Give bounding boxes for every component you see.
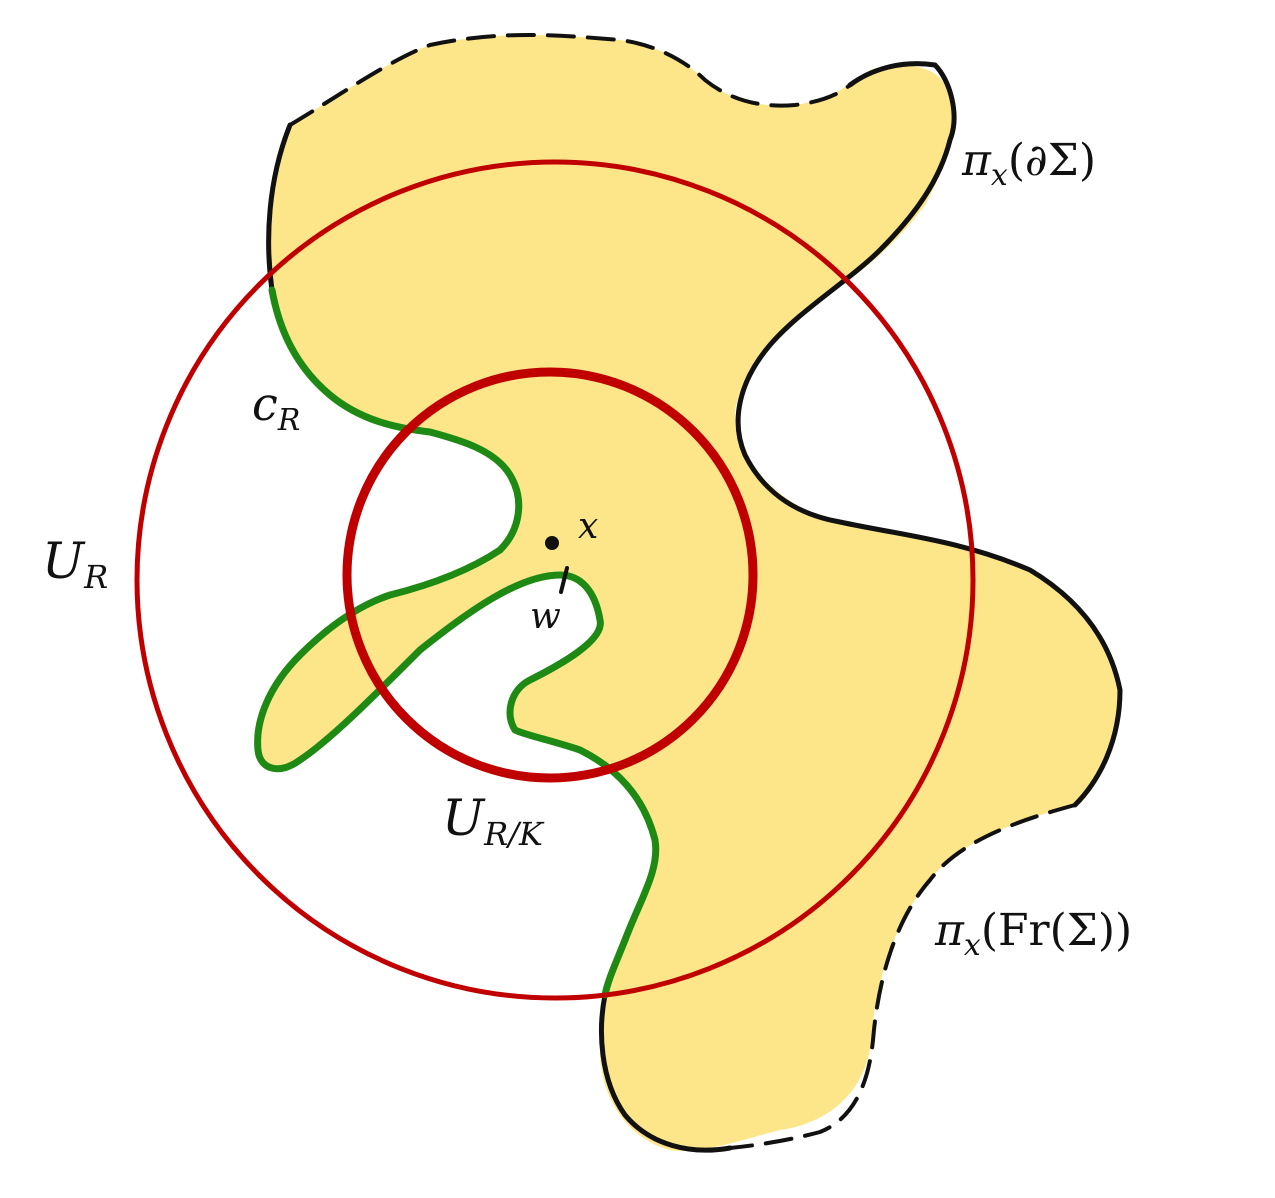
tick-w [559,566,569,594]
label-U-R-K: UR/K [442,789,545,853]
boundary-curve-solid-bottom [599,992,733,1153]
circle-U-R [134,159,976,1001]
frontier-curve-dashed-top [288,33,852,127]
label-w: w [530,596,561,637]
label-frontier: πx(Fr(Σ)) [934,905,1132,963]
point-x [545,536,559,550]
curve-c-R [254,286,660,999]
label-c-R: cR [252,377,300,438]
label-x: x [578,506,598,547]
boundary-curve-solid-right [735,61,1123,808]
frontier-curve-dashed-right [728,803,1077,1150]
label-U-R: UR [42,532,108,596]
label-boundary: πx(∂Σ) [961,135,1096,193]
circle-U-R-K [342,367,758,783]
